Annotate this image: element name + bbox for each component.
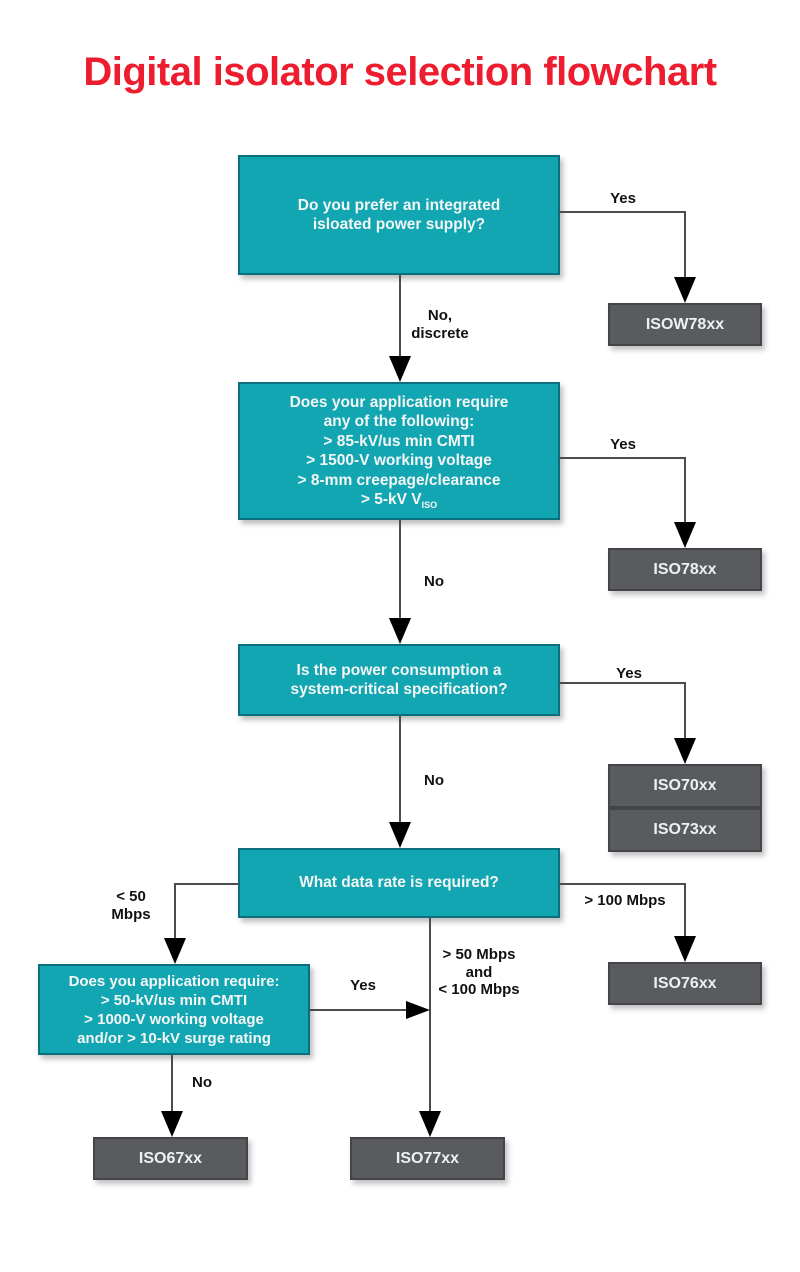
question-line-viso: > 5-kV VISO <box>290 490 509 510</box>
arrowhead-down-icon <box>674 936 696 962</box>
decision-text: Does you application require: > 50-kV/us… <box>69 972 280 1048</box>
connector-line <box>399 716 401 822</box>
viso-subscript: ISO <box>421 500 438 511</box>
connector-line <box>559 211 686 213</box>
result-box-iso78xx: ISO78xx <box>608 548 762 591</box>
edge-label-yes: Yes <box>350 977 376 994</box>
arrowhead-down-icon <box>164 938 186 964</box>
question-line: system-critical specification? <box>290 681 508 698</box>
arrowhead-down-icon <box>389 356 411 382</box>
decision-box-integrated-power: Do you prefer an integrated isloated pow… <box>238 155 560 275</box>
question-line: > 1000-V working voltage <box>84 1010 264 1028</box>
edge-label-yes: Yes <box>616 665 642 682</box>
edge-label-50to100mbps: > 50 Mbps and < 100 Mbps <box>438 946 520 998</box>
connector-line <box>684 883 686 937</box>
connector-line <box>399 275 401 357</box>
connector-line <box>309 1009 407 1011</box>
question-line: Does your application require <box>289 393 509 411</box>
page-title: Digital isolator selection flowchart <box>83 50 717 94</box>
result-box-isow78xx: ISOW78xx <box>608 303 762 346</box>
question-line: What data rate is required? <box>299 874 499 892</box>
decision-text: Do you prefer an integrated isloated pow… <box>298 196 500 235</box>
result-box-iso76xx: ISO76xx <box>608 962 762 1005</box>
connector-line <box>174 883 176 939</box>
decision-box-cmti-surge: Does you application require: > 50-kV/us… <box>38 964 310 1055</box>
arrowhead-down-icon <box>674 738 696 764</box>
result-box-iso67xx: ISO67xx <box>93 1137 248 1180</box>
result-box-iso70xx: ISO70xx <box>608 764 762 808</box>
connector-line <box>174 883 239 885</box>
question-line: > 85-kV/us min CMTI <box>323 432 475 450</box>
connector-line <box>684 682 686 739</box>
edge-label-gt100mbps: > 100 Mbps <box>584 892 666 909</box>
decision-box-data-rate: What data rate is required? <box>238 848 560 918</box>
connector-line <box>559 883 686 885</box>
connector-line <box>399 520 401 618</box>
connector-line <box>684 211 686 278</box>
arrowhead-down-icon <box>389 822 411 848</box>
connector-line <box>559 682 686 684</box>
decision-text: Does your application require any of the… <box>290 393 509 510</box>
decision-text: Is the power consumption a system-critic… <box>290 661 507 700</box>
decision-text: What data rate is required? <box>299 873 499 893</box>
decision-box-power-consumption: Is the power consumption a system-critic… <box>238 644 560 716</box>
edge-label-no: No <box>424 772 444 789</box>
question-line: isloated power supply? <box>312 216 486 233</box>
arrowhead-right-icon <box>406 1001 430 1019</box>
question-line: > 50-kV/us min CMTI <box>100 991 248 1009</box>
edge-label-no: No <box>424 573 444 590</box>
arrowhead-down-icon <box>674 522 696 548</box>
question-line: any of the following: <box>323 413 475 430</box>
edge-label-no: No <box>192 1074 212 1091</box>
question-line: > 1500-V working voltage <box>306 452 492 469</box>
decision-box-isolation-specs: Does your application require any of the… <box>238 382 560 520</box>
result-box-iso77xx: ISO77xx <box>350 1137 505 1180</box>
arrowhead-down-icon <box>419 1111 441 1137</box>
viso-main-text: > 5-kV V <box>360 491 422 508</box>
result-box-iso73xx: ISO73xx <box>608 808 762 852</box>
connector-line <box>684 457 686 523</box>
connector-line <box>559 457 686 459</box>
question-line: Do you prefer an integrated <box>297 196 501 214</box>
question-line: Is the power consumption a <box>296 661 502 679</box>
edge-label-yes: Yes <box>610 436 636 453</box>
question-line: Does you application require: <box>68 972 280 990</box>
edge-label-yes: Yes <box>610 190 636 207</box>
connector-line <box>171 1055 173 1112</box>
arrowhead-down-icon <box>161 1111 183 1137</box>
question-line: and/or > 10-kV surge rating <box>77 1029 271 1047</box>
arrowhead-down-icon <box>674 277 696 303</box>
edge-label-lt50mbps: < 50 Mbps <box>111 888 151 923</box>
edge-label-no-discrete: No, discrete <box>411 307 469 342</box>
question-line: > 8-mm creepage/clearance <box>297 471 501 489</box>
arrowhead-down-icon <box>389 618 411 644</box>
